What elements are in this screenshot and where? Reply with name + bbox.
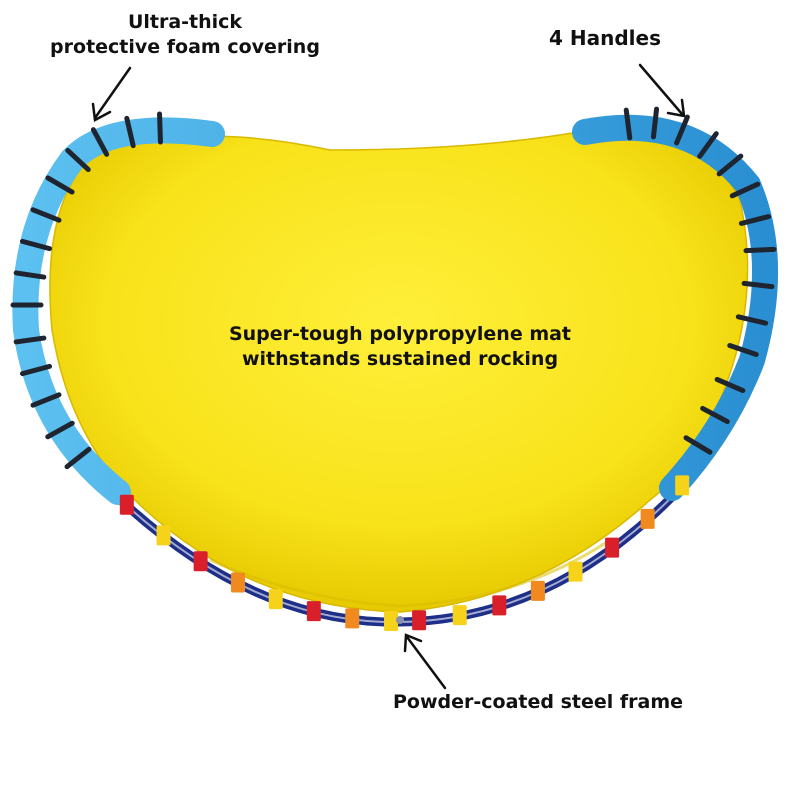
frame-strap: [412, 610, 427, 631]
foam-band: [30, 392, 62, 408]
frame-strap: [568, 561, 583, 582]
arrow-foam: [91, 66, 132, 122]
frame-strap: [640, 508, 655, 529]
foam-band: [65, 147, 91, 173]
foam-band: [697, 131, 719, 159]
foam-band: [623, 107, 633, 141]
callout-steel-frame: Powder-coated steel frame: [388, 690, 688, 715]
callout-foam-line1: Ultra-thick: [127, 11, 243, 33]
foam-band: [13, 335, 47, 345]
foam-band: [13, 270, 47, 280]
foam-band: [716, 153, 744, 177]
foam-band: [683, 435, 713, 455]
arrow-frame: [403, 633, 447, 690]
callout-handles: 4 Handles: [530, 26, 680, 51]
foam-band: [124, 115, 136, 149]
foam-band: [19, 238, 53, 252]
foam-band: [700, 405, 730, 425]
foam-band: [714, 376, 746, 394]
frame-strap: [345, 608, 360, 629]
frame-strap: [306, 601, 321, 622]
callout-foam-covering: Ultra-thick protective foam covering: [45, 10, 325, 60]
frame-strap: [384, 611, 399, 632]
frame-strap: [605, 537, 620, 558]
frame-strap: [452, 605, 467, 626]
frame-strap: [193, 551, 208, 572]
foam-bands: [10, 106, 777, 470]
foam-band: [674, 114, 690, 146]
frame-strap: [675, 475, 690, 496]
foam-band: [64, 446, 92, 470]
foam-band: [738, 214, 772, 226]
foam-band: [19, 363, 53, 377]
foam-band: [90, 127, 110, 157]
callout-mat: Super-tough polypropylene mat withstands…: [200, 322, 600, 372]
frame-strap: [530, 580, 545, 601]
foam-band: [727, 343, 759, 357]
foam-band: [157, 111, 163, 145]
callout-foam-line2: protective foam covering: [50, 36, 320, 58]
frame-strap: [156, 525, 171, 546]
callout-handles-text: 4 Handles: [549, 26, 661, 50]
frame-straps: [119, 475, 690, 632]
frame-strap: [492, 595, 507, 616]
foam-band: [30, 207, 62, 223]
callout-mat-line2: withstands sustained rocking: [241, 348, 559, 370]
foam-band: [45, 175, 75, 195]
foam-band: [743, 246, 777, 254]
foam-band: [45, 420, 75, 440]
frame-strap: [231, 572, 246, 593]
foam-band: [735, 314, 769, 326]
callout-frame-text: Powder-coated steel frame: [392, 691, 684, 713]
callout-mat-line1: Super-tough polypropylene mat: [228, 323, 572, 345]
frame-strap: [119, 494, 134, 515]
mat-fold: [209, 538, 611, 608]
foam-band: [729, 181, 761, 199]
arrow-handles: [638, 63, 686, 118]
foam-band: [741, 280, 775, 290]
frame-strap: [268, 589, 283, 610]
frame-joint: [396, 616, 404, 624]
foam-band: [650, 106, 660, 140]
